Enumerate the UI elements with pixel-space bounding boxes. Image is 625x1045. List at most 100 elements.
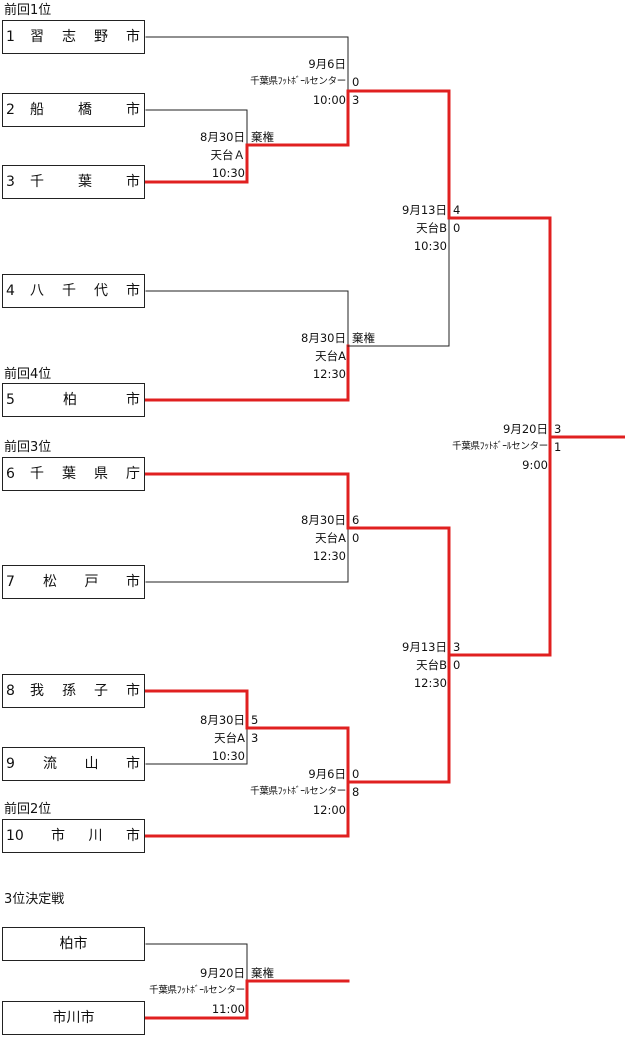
match-info: 8月30日 天台A 12:30	[301, 511, 346, 565]
match-venue: 天台A	[315, 531, 346, 545]
line-kashiwa-win	[144, 344, 350, 402]
match-score-top: 棄権	[251, 130, 274, 144]
match-date: 9月20日	[503, 422, 548, 436]
match-time: 10:30	[413, 239, 447, 253]
match-date: 9月6日	[308, 57, 346, 71]
line-final-top-win	[447, 216, 552, 439]
match-venue: 千葉県ﾌｯﾄﾎﾞｰﾙセンター	[250, 786, 346, 797]
team-name: 柏市	[63, 392, 140, 408]
match-date: 9月13日	[402, 203, 447, 217]
match-time: 11:00	[211, 1002, 245, 1016]
team-name: 松戸市	[43, 574, 140, 590]
team-box: 8 我孫子市	[2, 674, 145, 708]
team-seed: 10	[6, 828, 24, 844]
team-seed: 6	[6, 466, 15, 482]
match-score-top: 3	[554, 422, 562, 436]
line-chiba-win	[144, 143, 249, 184]
team-name: 八千代市	[30, 283, 140, 299]
match-info: 9月20日 千葉県ﾌｯﾄﾎﾞｰﾙセンター 11:00	[149, 964, 245, 1018]
match-time: 12:30	[312, 549, 346, 563]
line-chiba-sf-win	[346, 89, 451, 220]
team-seed: 7	[6, 574, 15, 590]
line-ichikawa-r2-win	[144, 780, 350, 838]
match-venue: 千葉県ﾌｯﾄﾎﾞｰﾙセンター	[452, 441, 548, 452]
match-date: 8月30日	[200, 130, 245, 144]
match-score-top: 6	[352, 513, 360, 527]
match-venue: 天台Ａ	[210, 148, 246, 162]
match-time: 12:30	[312, 367, 346, 381]
match-score-bottom: 0	[453, 221, 461, 235]
match-venue: 千葉県ﾌｯﾄﾎﾞｰﾙセンター	[149, 985, 245, 996]
line-kencho-win	[144, 472, 350, 530]
match-date: 8月30日	[301, 513, 346, 527]
match-info: 8月30日 天台A 10:30	[200, 711, 245, 765]
match-score-top: 3	[453, 640, 461, 654]
team-box: 10 市川市	[2, 819, 145, 853]
match-time: 9:00	[522, 458, 548, 472]
line-final-bottom	[447, 435, 552, 657]
team-box: 3 千葉市	[2, 165, 145, 199]
match-date: 8月30日	[200, 713, 245, 727]
match-score-bottom: 0	[352, 531, 360, 545]
line-nagareyama	[145, 727, 248, 765]
match-date: 9月6日	[308, 767, 346, 781]
team-box: 6 千葉県庁	[2, 457, 145, 491]
team-box: 1 習志野市	[2, 20, 145, 54]
match-info: 8月30日 天台Ａ 10:30	[200, 128, 245, 182]
team-name: 千葉県庁	[30, 466, 140, 482]
match-info: 8月30日 天台A 12:30	[301, 329, 346, 383]
line-ichikawa-sf	[346, 653, 451, 784]
match-info: 9月6日 千葉県ﾌｯﾄﾎﾞｰﾙセンター 10:00	[250, 55, 346, 109]
prev-rank-label: 前回4位	[4, 367, 52, 382]
line-abiko-win	[144, 689, 249, 730]
match-time: 10:00	[312, 93, 346, 107]
match-info: 9月20日 千葉県ﾌｯﾄﾎﾞｰﾙセンター 9:00	[452, 420, 548, 474]
match-time: 10:30	[211, 166, 245, 180]
team-box: 7 松戸市	[2, 565, 145, 599]
line-kencho-sf-win	[346, 526, 451, 657]
match-venue: 天台A	[315, 349, 346, 363]
team-seed: 9	[6, 756, 15, 772]
prev-rank-label: 前回1位	[4, 3, 52, 18]
match-score-bottom: 0	[453, 658, 461, 672]
team-box: 4 八千代市	[2, 274, 145, 308]
match-score-top: 0	[352, 75, 360, 89]
match-time: 10:30	[211, 749, 245, 763]
match-info: 9月13日 天台B 10:30	[402, 201, 447, 255]
team-name: 習志野市	[30, 29, 140, 45]
team-name: 柏市	[59, 936, 88, 952]
team-seed: 8	[6, 683, 15, 699]
match-time: 12:30	[413, 676, 447, 690]
team-name: 船橋市	[30, 102, 140, 118]
line-abiko-r2	[245, 726, 350, 784]
match-venue: 天台A	[214, 731, 245, 745]
prev-rank-label: 前回3位	[4, 440, 52, 455]
line-3p-kashiwa	[145, 943, 248, 982]
line-chiba-r2-win	[245, 89, 350, 147]
match-venue: 天台B	[416, 221, 447, 235]
match-info: 9月6日 千葉県ﾌｯﾄﾎﾞｰﾙセンター 12:00	[250, 765, 346, 819]
team-name: 流山市	[43, 756, 140, 772]
team-seed: 1	[6, 29, 15, 45]
match-venue: 千葉県ﾌｯﾄﾎﾞｰﾙセンター	[250, 76, 346, 87]
team-name: 千葉市	[30, 174, 140, 190]
line-yachiyo	[145, 290, 349, 347]
line-narashino	[145, 36, 349, 92]
line-3p-ichikawa-win	[144, 979, 249, 1020]
prev-rank-label: 前回2位	[4, 802, 52, 817]
match-score-top: 棄権	[352, 331, 375, 345]
team-seed: 3	[6, 174, 15, 190]
team-name: 市川市	[51, 828, 140, 844]
match-venue: 天台B	[416, 658, 447, 672]
team-box: 市川市	[2, 1001, 145, 1035]
match-date: 8月30日	[301, 331, 346, 345]
third-place-title: 3位決定戦	[4, 892, 65, 907]
line-funabashi	[145, 109, 248, 146]
match-date: 9月13日	[402, 640, 447, 654]
team-box: 柏市	[2, 927, 145, 961]
match-score-top: 4	[453, 203, 461, 217]
match-score-bottom: 8	[352, 785, 360, 799]
match-score-bottom: 1	[554, 440, 562, 454]
team-box: 9 流山市	[2, 747, 145, 781]
